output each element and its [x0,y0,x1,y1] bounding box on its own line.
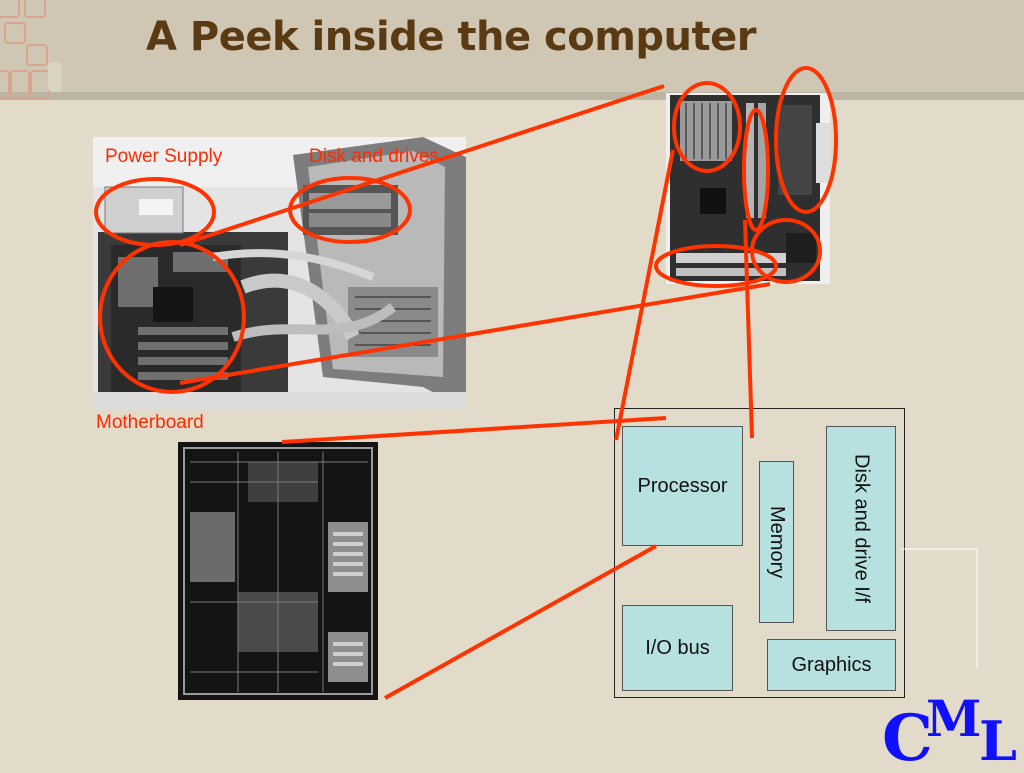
decorative-line [900,548,976,550]
power-supply-label: Power Supply [105,146,223,167]
disk-interface-label: Disk and drive I/f [850,454,873,603]
title-band-shadow [0,92,1024,100]
svg-text:L: L [979,709,1017,768]
motherboard-photo [666,93,830,284]
computer-case-photo [93,137,466,410]
decorative-line [976,548,978,668]
memory-box: Memory [759,461,794,623]
svg-text:C: C [882,701,933,768]
processor-label: Processor [637,474,728,497]
graphics-label: Graphics [791,653,872,676]
processor-box: Processor [622,426,743,546]
disk-interface-box: Disk and drive I/f [826,426,896,631]
svg-text:M: M [926,689,981,748]
memory-label: Memory [766,505,788,579]
disk-and-drives-label: Disk and drives [309,146,439,167]
cml-logo: C M L [874,676,1024,773]
title-band [0,0,1024,92]
io-bus-box: I/O bus [622,605,733,691]
decorative-squares [0,0,70,110]
io-bus-label: I/O bus [645,636,710,659]
graphics-box: Graphics [767,639,896,691]
processor-die-photo [178,442,378,700]
slide-title: A Peek inside the computer [146,14,757,60]
motherboard-label: Motherboard [96,412,204,433]
